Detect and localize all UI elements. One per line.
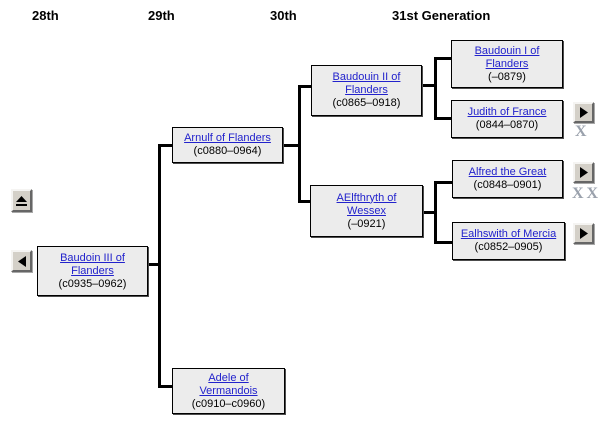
person-box-judith: Judith of France (0844–0870) xyxy=(451,100,563,138)
person-dates: (–0921) xyxy=(347,217,386,230)
tree-connector-line xyxy=(158,385,172,388)
person-box-adele: Adele of Vermandois (c0910–c0960) xyxy=(172,368,285,414)
navigate-right-button-ealhswith[interactable] xyxy=(573,223,594,244)
person-box-aelfthryth: AElfthryth of Wessex (–0921) xyxy=(310,185,423,237)
right-arrow-icon xyxy=(579,107,588,118)
tree-connector-line xyxy=(298,85,301,203)
person-box-baudouin-i: Baudouin I of Flanders (–0879) xyxy=(451,40,563,88)
tree-connector-line xyxy=(283,144,301,147)
tree-connector-line xyxy=(434,181,437,244)
collapse-up-button[interactable] xyxy=(11,189,32,212)
tree-connector-line xyxy=(434,181,452,184)
tree-connector-line xyxy=(148,263,161,266)
person-dates: (c0848–0901) xyxy=(473,179,542,191)
person-link-adele[interactable]: Adele of Vermandois xyxy=(199,371,258,397)
marker-x-judith: X xyxy=(575,123,590,140)
person-link-aelfthryth[interactable]: AElfthryth of Wessex xyxy=(336,191,397,217)
person-dates: (c0935–0962) xyxy=(58,277,127,290)
generation-header-29th: 29th xyxy=(148,8,175,23)
left-arrow-icon xyxy=(17,255,26,267)
eject-icon xyxy=(16,195,27,206)
navigate-right-button-judith[interactable] xyxy=(573,102,594,123)
person-box-ealhswith: Ealhswith of Mercia (c0852–0905) xyxy=(452,222,565,260)
person-dates: (0844–0870) xyxy=(475,119,539,131)
navigate-left-button[interactable] xyxy=(11,250,32,272)
person-link-judith[interactable]: Judith of France xyxy=(467,106,547,118)
person-box-alfred: Alfred the Great (c0848–0901) xyxy=(452,160,563,198)
marker-xx-alfred: XX xyxy=(572,185,602,202)
generation-header-30th: 30th xyxy=(270,8,297,23)
tree-connector-line xyxy=(298,85,311,88)
tree-connector-line xyxy=(434,117,451,120)
tree-connector-line xyxy=(422,211,437,214)
person-link-baudouin-i[interactable]: Baudouin I of Flanders xyxy=(474,44,540,70)
generation-header-28th: 28th xyxy=(32,8,59,23)
person-link-ealhswith[interactable]: Ealhswith of Mercia xyxy=(460,228,557,240)
person-box-baudouin-ii: Baudouin II of Flanders (c0865–0918) xyxy=(311,65,422,116)
person-dates: (–0879) xyxy=(488,70,526,83)
tree-connector-line xyxy=(434,57,451,60)
person-box-baudoin-iii: Baudoin III of Flanders (c0935–0962) xyxy=(37,246,148,296)
tree-connector-line xyxy=(158,144,172,147)
person-dates: (c0865–0918) xyxy=(332,97,401,109)
navigate-right-button-alfred[interactable] xyxy=(573,162,594,183)
person-dates: (c0910–c0960) xyxy=(191,397,266,410)
person-link-baudoin-iii[interactable]: Baudoin III of Flanders xyxy=(60,251,125,277)
tree-connector-line xyxy=(158,144,161,388)
person-link-alfred[interactable]: Alfred the Great xyxy=(468,166,547,178)
tree-connector-line xyxy=(298,200,310,203)
person-link-baudouin-ii[interactable]: Baudouin II of Flanders xyxy=(332,71,401,96)
right-arrow-icon xyxy=(579,167,588,178)
tree-connector-line xyxy=(434,57,437,120)
person-link-arnulf[interactable]: Arnulf of Flanders xyxy=(184,132,271,144)
tree-connector-line xyxy=(421,84,437,87)
person-dates: (c0852–0905) xyxy=(474,241,543,253)
right-arrow-icon xyxy=(579,228,588,239)
person-box-arnulf: Arnulf of Flanders (c0880–0964) xyxy=(172,127,283,163)
generation-header-31st: 31st Generation xyxy=(392,8,491,23)
person-dates: (c0880–0964) xyxy=(193,145,262,157)
tree-connector-line xyxy=(434,241,452,244)
